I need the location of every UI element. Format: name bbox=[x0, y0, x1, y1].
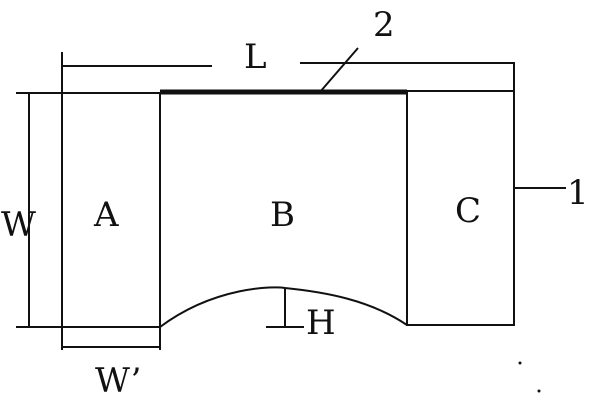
label-2: 2 bbox=[373, 5, 395, 45]
dimension-H bbox=[266, 288, 304, 328]
label-H: H bbox=[306, 303, 336, 343]
label-B: B bbox=[270, 195, 295, 235]
label-A: A bbox=[93, 195, 119, 235]
speck bbox=[537, 389, 541, 393]
label-W: W bbox=[1, 205, 36, 245]
label-1: 1 bbox=[567, 173, 589, 213]
label-C: C bbox=[455, 191, 481, 231]
label-W-prime: W’ bbox=[95, 361, 141, 401]
speck bbox=[518, 361, 522, 365]
leader-2 bbox=[319, 47, 359, 93]
dimension-W bbox=[16, 92, 62, 328]
dimension-W-prime bbox=[61, 327, 161, 350]
dimension-L bbox=[61, 52, 515, 93]
center-bottom-curve bbox=[159, 286, 408, 328]
label-L: L bbox=[244, 37, 267, 77]
right-pad-outline bbox=[406, 90, 515, 326]
